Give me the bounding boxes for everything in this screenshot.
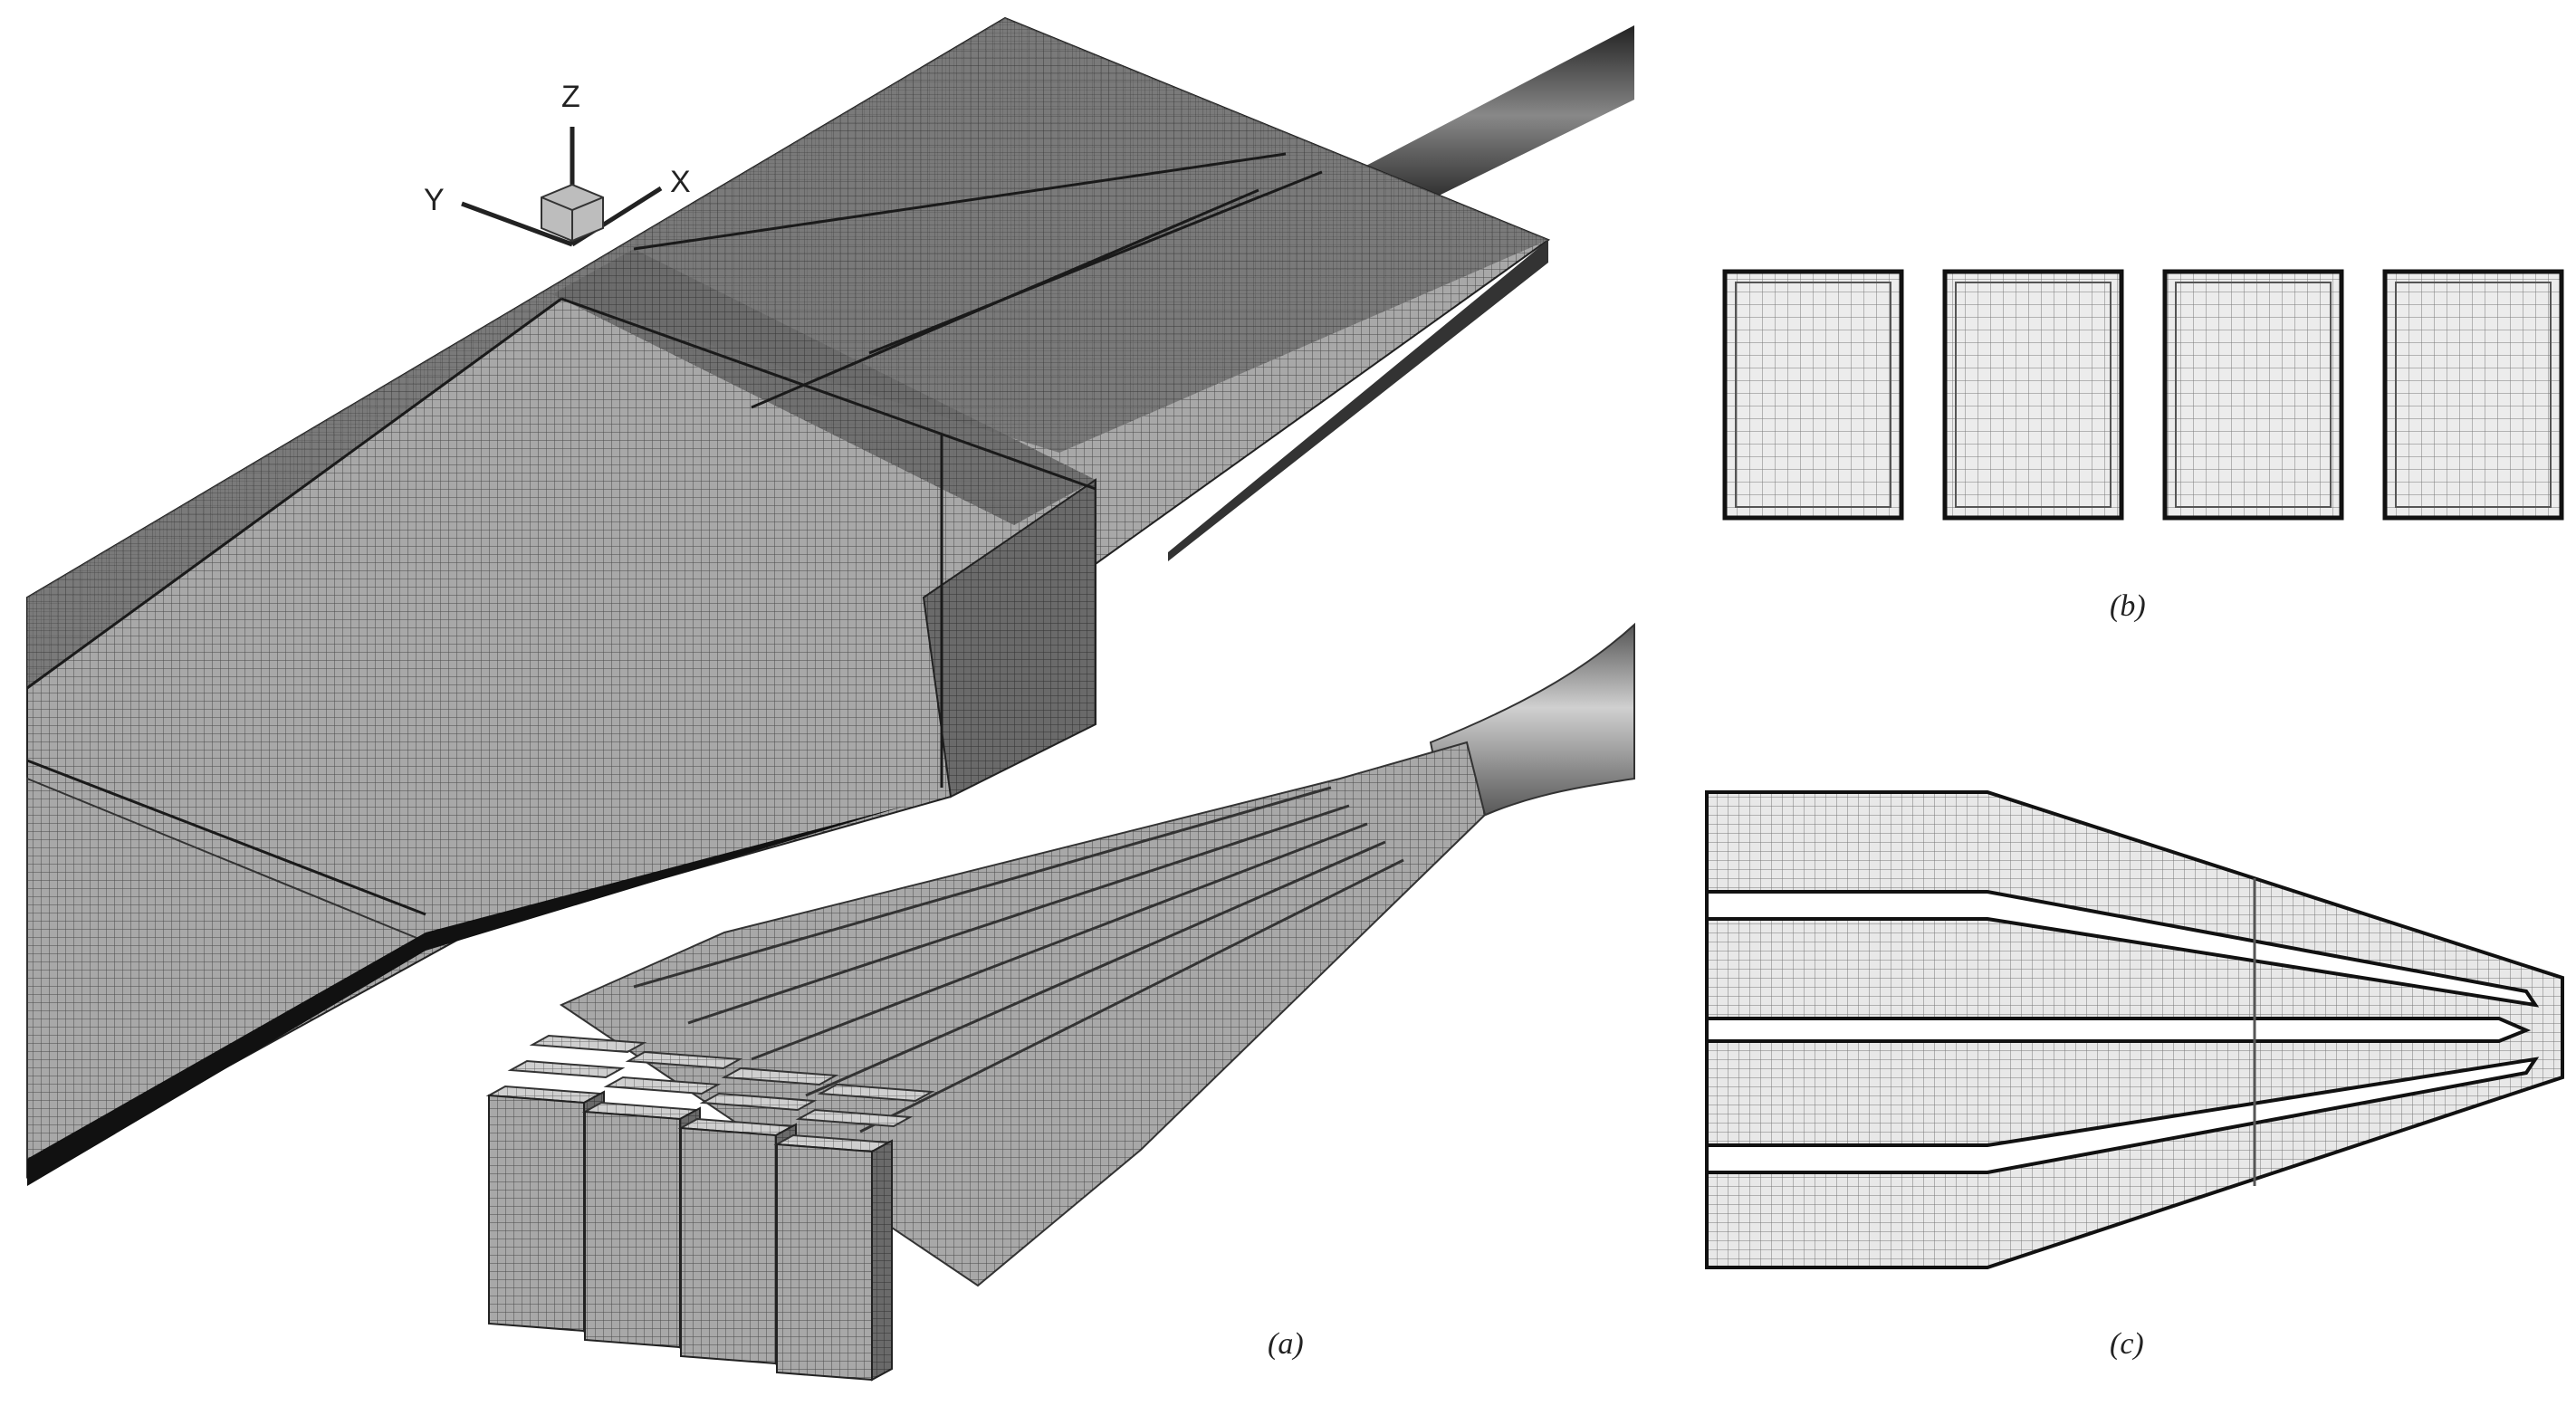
channel-cap-b2-r2 (603, 1076, 722, 1095)
channel-cap-b3-r2 (699, 1092, 818, 1112)
axis-y-label: Y (424, 183, 445, 217)
outlet-tube-lower (1429, 622, 1635, 835)
panel-b-cross-sections (1722, 269, 2564, 521)
cross-section-inner-2 (1955, 282, 2112, 508)
axis-z-label: Z (561, 80, 580, 114)
channel-cap-b1-r2 (507, 1059, 626, 1079)
channel-block-face-3 (680, 1126, 777, 1365)
mesh-seam-lines (26, 152, 1323, 916)
cross-section-3 (2162, 269, 2344, 521)
axis-x-label: X (670, 165, 691, 199)
outlet-tube-upper (1340, 25, 1634, 226)
channel-block-face-4 (776, 1143, 873, 1382)
channel-block-side-4 (871, 1139, 893, 1382)
channel-block-face-1 (488, 1094, 585, 1333)
panel-a-upper-mesh (26, 16, 1634, 1186)
panel-label-c: (c) (2110, 1327, 2144, 1361)
cross-section-inner-1 (1735, 282, 1891, 508)
channel-cap-b4-r2 (795, 1108, 914, 1128)
channel-blocks (485, 1034, 935, 1382)
panel-label-b: (b) (2110, 589, 2146, 623)
cross-section-inner-4 (2395, 282, 2552, 508)
panel-c-converging-channels (1705, 790, 2564, 1269)
cross-section-2 (1942, 269, 2124, 521)
mesh-plate-side (1168, 240, 1548, 561)
channel-cap-b1-r3 (529, 1034, 647, 1054)
channel-block-face-2 (584, 1110, 681, 1349)
panel-label-a: (a) (1268, 1327, 1304, 1361)
channel-cap-b3-r3 (721, 1066, 839, 1086)
cross-section-1 (1722, 269, 1904, 521)
panel-a-channel-bundle (485, 622, 1635, 1382)
channel-cap-b2-r3 (625, 1050, 743, 1070)
mesh-block-top (552, 249, 1096, 525)
panel-c-slots (1705, 890, 2540, 1174)
axis-triad: Z Y X (424, 80, 691, 247)
cross-section-4 (2382, 269, 2564, 521)
channel-cap-b4-r3 (817, 1083, 935, 1103)
cross-section-inner-3 (2175, 282, 2332, 508)
nozzle-channel-lines (633, 786, 1404, 1133)
